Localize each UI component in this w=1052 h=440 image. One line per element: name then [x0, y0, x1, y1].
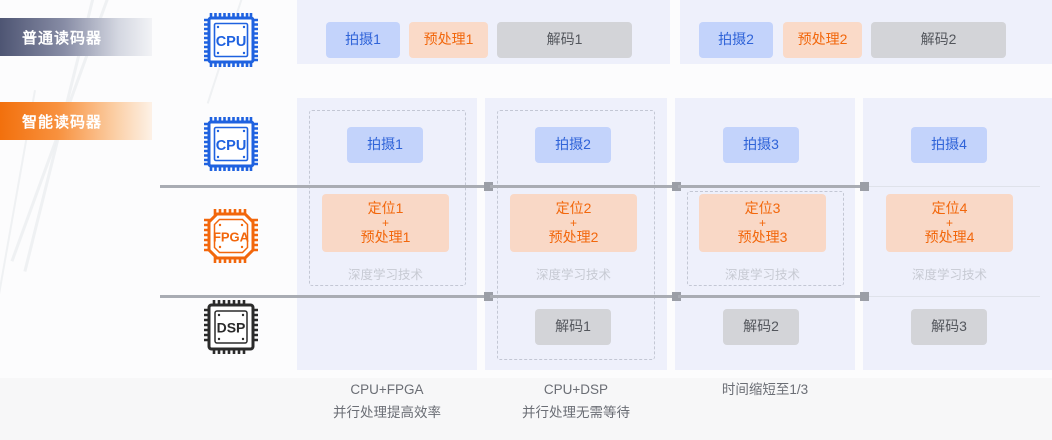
flow-rail-cpu-2 [490, 185, 675, 188]
smart-locate-block-4[interactable]: 定位4 + 预处理4 [886, 194, 1013, 252]
flow-rail-fpga-1 [160, 295, 487, 298]
smart-capture-block-4[interactable]: 拍摄4 [911, 127, 987, 163]
dsp-chip-icon: DSP [200, 296, 262, 358]
caption-1-line2: 并行处理提高效率 [333, 405, 441, 420]
smart-decode-block-3[interactable]: 解码2 [723, 309, 799, 345]
flow-rail-fpga-2 [490, 295, 675, 298]
smart-decode-block-4[interactable]: 解码3 [911, 309, 987, 345]
flow-node-fpga-1 [484, 292, 493, 301]
caption-2: CPU+DSP 并行处理无需等待 [485, 378, 667, 424]
fpga-chip-label: FPGA [213, 230, 250, 245]
flow-rail-cpu-3 [678, 185, 863, 188]
smart-decode-block-2[interactable]: 解码1 [535, 309, 611, 345]
cpu-chip-label-2: CPU [216, 138, 247, 154]
caption-1-line1: CPU+FPGA [350, 382, 424, 397]
cpu-chip-icon: CPU [200, 9, 262, 71]
ordinary-decode-block-1[interactable]: 解码1 [497, 22, 632, 58]
smart-locate-label-2: 定位2 [555, 199, 592, 216]
smart-locate-label-4: 定位4 [931, 199, 968, 216]
caption-2-line1: CPU+DSP [543, 382, 609, 397]
deep-learning-label-2: 深度学习技术 [535, 268, 611, 282]
deep-learning-label-1: 深度学习技术 [347, 268, 423, 282]
cpu-chip-icon-2: CPU [200, 113, 262, 175]
ordinary-preprocess-block-1[interactable]: 预处理1 [409, 22, 488, 58]
row-label-smart: 智能读码器 [0, 102, 152, 140]
row-label-ordinary: 普通读码器 [0, 18, 152, 56]
flow-node-fpga-3 [860, 292, 869, 301]
ordinary-capture-block-2[interactable]: 拍摄2 [699, 22, 773, 58]
caption-band [0, 378, 1052, 440]
dash-group-col-3 [687, 191, 844, 286]
smart-locate-block-3[interactable]: 定位3 + 预处理3 [699, 194, 826, 252]
smart-plus-3: + [758, 216, 766, 230]
smart-capture-block-3[interactable]: 拍摄3 [723, 127, 799, 163]
row-label-smart-text: 智能读码器 [22, 113, 103, 131]
deep-learning-label-4: 深度学习技术 [911, 268, 987, 282]
row-label-ordinary-text: 普通读码器 [22, 29, 103, 47]
caption-3-line1: 时间缩短至1/3 [721, 382, 809, 397]
smart-locate-block-2[interactable]: 定位2 + 预处理2 [510, 194, 637, 252]
fpga-chip-icon: FPGA [200, 205, 262, 267]
smart-preprocess-label-4: 预处理4 [924, 229, 975, 245]
smart-capture-block-2[interactable]: 拍摄2 [535, 127, 611, 163]
smart-locate-block-1[interactable]: 定位1 + 预处理1 [322, 194, 449, 252]
flow-node-fpga-2 [672, 292, 681, 301]
deep-learning-label-3: 深度学习技术 [724, 268, 800, 282]
ordinary-preprocess-block-2[interactable]: 预处理2 [783, 22, 862, 58]
smart-preprocess-label-3: 预处理3 [737, 229, 788, 245]
smart-locate-label-1: 定位1 [367, 199, 404, 216]
dash-group-col-2 [497, 110, 655, 360]
cpu-chip-label: CPU [216, 34, 247, 50]
smart-capture-block-1[interactable]: 拍摄1 [347, 127, 423, 163]
flow-rail-cpu-1 [160, 185, 487, 188]
smart-preprocess-label-2: 预处理2 [548, 229, 599, 245]
flow-node-cpu-1 [484, 182, 493, 191]
caption-3: 时间缩短至1/3 [675, 378, 855, 401]
dash-group-col-1 [309, 110, 466, 286]
smart-plus-2: + [569, 216, 577, 230]
smart-locate-label-3: 定位3 [744, 199, 781, 216]
caption-2-line2: 并行处理无需等待 [522, 405, 630, 420]
caption-1: CPU+FPGA 并行处理提高效率 [297, 378, 477, 424]
smart-plus-1: + [381, 216, 389, 230]
flow-node-cpu-3 [860, 182, 869, 191]
flow-node-cpu-2 [672, 182, 681, 191]
flow-rail-fpga-3 [678, 295, 863, 298]
smart-preprocess-label-1: 预处理1 [360, 229, 411, 245]
dsp-chip-label: DSP [217, 320, 246, 336]
smart-plus-4: + [945, 216, 953, 230]
ordinary-decode-block-2[interactable]: 解码2 [871, 22, 1006, 58]
ordinary-capture-block-1[interactable]: 拍摄1 [326, 22, 400, 58]
